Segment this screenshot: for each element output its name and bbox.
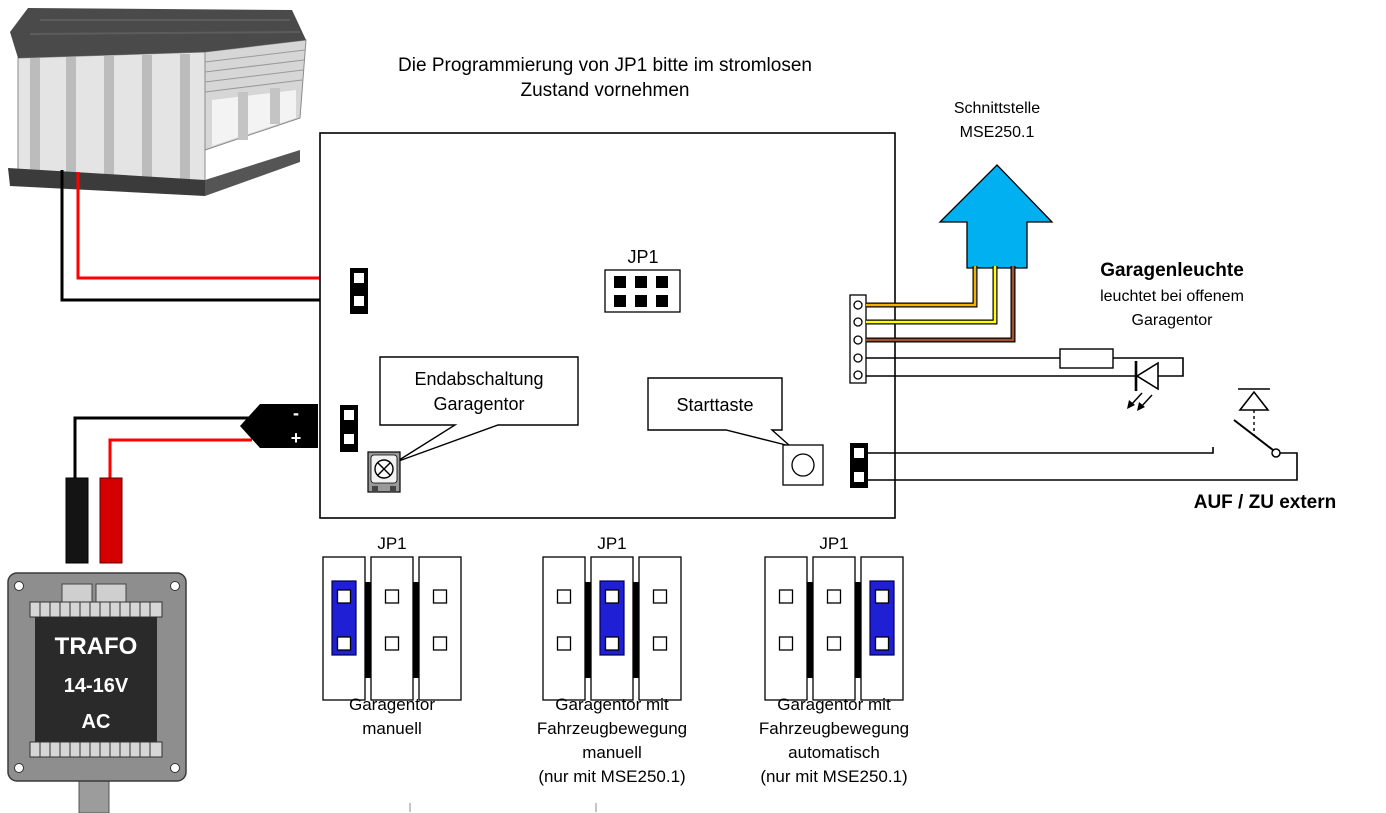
external-switch-label: AUF / ZU extern bbox=[1194, 492, 1337, 513]
pin-column bbox=[764, 556, 808, 701]
jumper-config-label: JP1 bbox=[377, 534, 406, 553]
jumper-config-caption: Garagentor mit bbox=[555, 695, 669, 714]
jumper-config-2: JP1 Garagentor mit Fahrzeugbewegung manu… bbox=[537, 534, 687, 786]
power-connector bbox=[340, 405, 358, 452]
header-body bbox=[807, 582, 813, 678]
transformer: TRAFO 14-16V AC bbox=[7, 572, 187, 813]
pin bbox=[556, 636, 572, 651]
programming-note-line-1: Die Programmierung von JP1 bitte im stro… bbox=[398, 55, 812, 76]
transformer-type: AC bbox=[82, 711, 111, 733]
plug-plus-label: + bbox=[291, 428, 302, 448]
jumper-config-label: JP1 bbox=[819, 534, 848, 553]
pin bbox=[604, 636, 620, 651]
limit-switch-callout: Endabschaltung Garagentor bbox=[379, 356, 579, 463]
header-body bbox=[585, 582, 591, 678]
pin-column bbox=[542, 556, 586, 701]
transformer-voltage: 14-16V bbox=[64, 675, 129, 697]
jumper-config-caption: Fahrzeugbewegung bbox=[759, 719, 909, 738]
pin bbox=[432, 589, 448, 604]
garage-light-desc-2: Garagentor bbox=[1132, 312, 1214, 329]
pin bbox=[336, 636, 352, 651]
interface-arrow-icon bbox=[938, 164, 1054, 269]
limit-potentiometer bbox=[367, 451, 401, 493]
limit-switch-label-1: Endabschaltung bbox=[414, 369, 543, 389]
garage-model-image bbox=[8, 8, 307, 196]
power-plug: - + bbox=[240, 403, 318, 448]
motor-connector bbox=[350, 268, 368, 314]
header-body bbox=[633, 582, 639, 678]
black-banana-plug bbox=[65, 477, 89, 564]
pin bbox=[778, 636, 794, 651]
board-jp1-header bbox=[604, 269, 681, 313]
pin bbox=[556, 589, 572, 604]
pin bbox=[826, 589, 842, 604]
jumper-config-3: JP1 Garagentor mit Fahrzeugbewegung auto… bbox=[759, 534, 909, 786]
garage-light-desc-1: leuchtet bei offenem bbox=[1100, 288, 1244, 305]
interface-connector bbox=[849, 294, 867, 384]
garage-light-circuit bbox=[866, 348, 1184, 411]
jumper-config-caption: manuell bbox=[582, 743, 642, 762]
led-icon bbox=[1127, 361, 1159, 411]
pin bbox=[604, 589, 620, 604]
pin-column bbox=[418, 556, 462, 701]
start-button bbox=[782, 444, 824, 486]
plug-minus-label: - bbox=[293, 403, 299, 423]
jumper-config-1: JP1 Garagentor manuell bbox=[322, 534, 462, 738]
pin bbox=[432, 636, 448, 651]
resistor bbox=[1059, 348, 1114, 369]
start-button-callout: Starttaste bbox=[647, 377, 791, 447]
pin bbox=[652, 636, 668, 651]
transformer-label: TRAFO bbox=[55, 633, 138, 660]
pin-column bbox=[638, 556, 682, 701]
header-body bbox=[855, 582, 861, 678]
board-jp1-label: JP1 bbox=[627, 247, 658, 267]
interface-label-1: Schnittstelle bbox=[954, 100, 1040, 117]
pin bbox=[336, 589, 352, 604]
red-banana-plug bbox=[99, 477, 123, 564]
jumper-config-label: JP1 bbox=[597, 534, 626, 553]
pin bbox=[874, 636, 890, 651]
garage-light-title: Garagenleuchte bbox=[1100, 260, 1244, 281]
pin-column bbox=[370, 556, 414, 701]
external-switch-circuit bbox=[868, 388, 1298, 481]
header-body bbox=[365, 582, 371, 678]
jumper-config-caption: Fahrzeugbewegung bbox=[537, 719, 687, 738]
start-button-label: Starttaste bbox=[676, 395, 753, 415]
jumper-config-caption: Garagentor mit bbox=[777, 695, 891, 714]
programming-note-line-2: Zustand vornehmen bbox=[521, 80, 690, 101]
pin bbox=[874, 589, 890, 604]
pin bbox=[384, 636, 400, 651]
jumper-config-caption: automatisch bbox=[788, 743, 880, 762]
power-wires bbox=[73, 416, 252, 480]
jumper-config-caption: (nur mit MSE250.1) bbox=[538, 767, 685, 786]
pin bbox=[826, 636, 842, 651]
interface-label-2: MSE250.1 bbox=[960, 124, 1035, 141]
jumper-config-caption: Garagentor bbox=[349, 695, 435, 714]
jumper-config-caption: (nur mit MSE250.1) bbox=[760, 767, 907, 786]
external-switch-connector bbox=[850, 443, 868, 488]
pin bbox=[778, 589, 794, 604]
header-body bbox=[413, 582, 419, 678]
push-button-icon bbox=[1238, 388, 1270, 411]
limit-switch-label-2: Garagentor bbox=[433, 394, 524, 414]
pin bbox=[384, 589, 400, 604]
pin-column bbox=[812, 556, 856, 701]
jumper-config-caption: manuell bbox=[362, 719, 422, 738]
interface-wires bbox=[866, 266, 1016, 343]
pin bbox=[652, 589, 668, 604]
